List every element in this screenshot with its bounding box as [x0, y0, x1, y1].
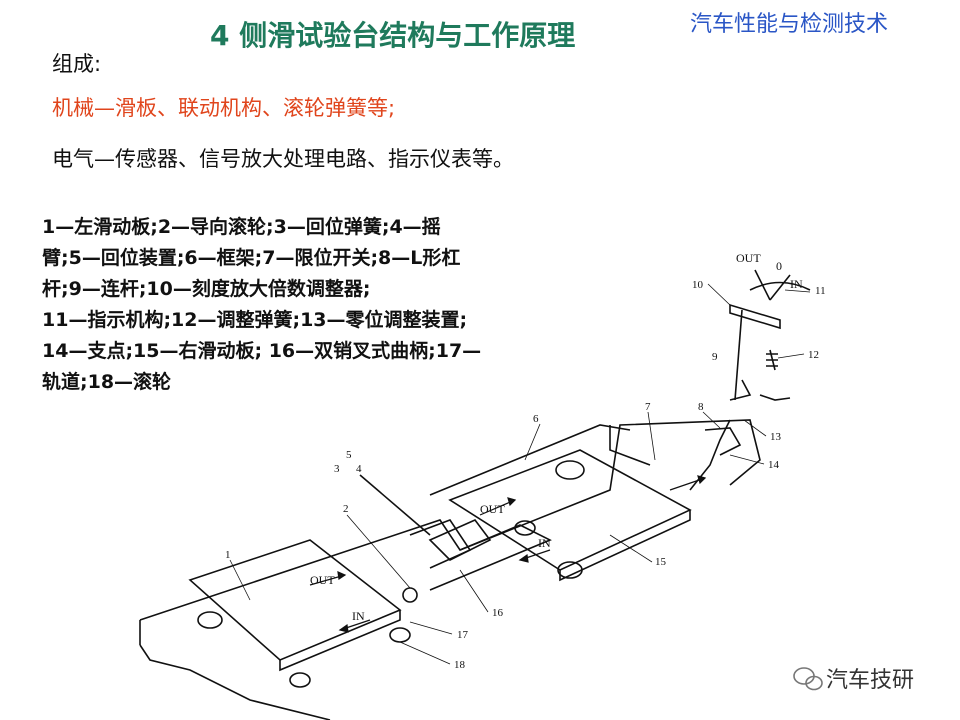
part-number: 15 [655, 556, 667, 568]
part-number: 1 [225, 549, 231, 561]
roller [289, 672, 311, 688]
part-number: 12 [808, 349, 819, 361]
part-number: 5 [346, 449, 352, 461]
watermark [793, 667, 823, 691]
scale-arc [749, 281, 811, 291]
part-number: 8 [698, 401, 704, 413]
roller [555, 460, 585, 480]
frame-structure [139, 269, 811, 720]
roller [514, 520, 536, 536]
indicator-arm [729, 303, 781, 330]
legend-line: 臂;5—回位装置;6—框架;7—限位开关;8—L形杠 [42, 247, 461, 269]
parts-legend: 1—左滑动板;2—导向滚轮;3—回位弹簧;4—摇 臂;5—回位装置;6—框架;7… [42, 212, 624, 398]
electrical-parts: 电气—传感器、信号放大处理电路、指示仪表等。 [52, 147, 514, 171]
watermark-text: 汽车技研 [826, 668, 915, 693]
out-label: OUT [310, 573, 335, 587]
page-title: 4 侧滑试验台结构与工作原理 [210, 19, 576, 52]
direction-arrows [309, 475, 707, 633]
course-name: 汽车性能与检测技术 [690, 12, 889, 37]
legend-line: 1—左滑动板;2—导向滚轮;3—回位弹簧;4—摇 [42, 216, 441, 238]
part-number: 16 [492, 607, 504, 619]
part-number: 17 [457, 629, 469, 641]
part-number: 10 [692, 279, 704, 291]
part-number: 18 [454, 659, 466, 671]
part-number: 7 [645, 401, 651, 413]
part-number: 4 [356, 463, 362, 475]
legend-line: 轨道;18—滚轮 [42, 371, 172, 393]
part-number: 6 [533, 413, 539, 425]
in-label: IN [352, 609, 365, 623]
roller [557, 561, 583, 579]
part-number: 2 [343, 503, 349, 515]
part-number: 14 [768, 459, 780, 471]
out-label: OUT [480, 502, 505, 516]
legend-line: 11—指示机构;12—调整弹簧;13—零位调整装置; [42, 309, 468, 331]
part-number: 3 [334, 463, 340, 475]
mechanical-parts: 机械—滑板、联动机构、滚轮弹簧等; [52, 96, 396, 120]
adjust-spring [766, 349, 778, 371]
in-label: IN [538, 536, 551, 550]
guide-roller [402, 587, 418, 603]
sideslip-tester-diagram: OUT IN OUT IN OUT IN 0 1 2 3 4 5 6 7 8 9… [139, 251, 826, 720]
part-number: 9 [712, 351, 718, 363]
legend-line: 14—支点;15—右滑动板; 16—双销叉式曲柄;17— [42, 340, 482, 362]
roller [389, 627, 411, 643]
composition-label: 组成: [52, 52, 102, 76]
wechat-icon [793, 667, 823, 691]
part-number: 11 [815, 285, 826, 297]
part-number: 13 [770, 431, 782, 443]
left-slide-plate [188, 539, 402, 661]
connecting-rod [734, 309, 743, 401]
l-lever [704, 427, 742, 456]
legend-line: 杆;9—连杆;10—刻度放大倍数调整器; [42, 278, 371, 300]
out-label: OUT [736, 251, 761, 265]
zero-label: 0 [776, 259, 782, 273]
leader-lines [229, 283, 811, 665]
roller [197, 611, 223, 629]
in-label: IN [790, 277, 803, 291]
